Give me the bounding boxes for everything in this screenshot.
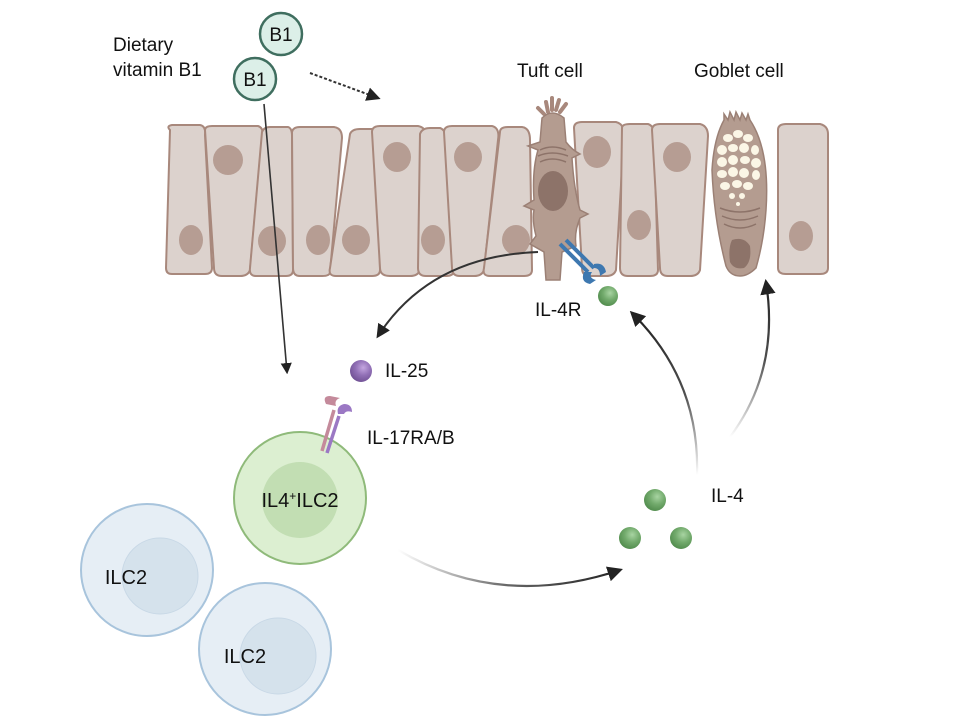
b1-label-bottom: B1: [243, 70, 266, 91]
il4-ilc2-cell: [233, 431, 367, 565]
tuft-nucleus: [538, 171, 568, 211]
ilc2-cell-b: [198, 582, 332, 716]
nucleus: [789, 221, 813, 251]
il4-molecule-bound: [598, 286, 618, 306]
il25-label: IL-25: [385, 361, 429, 382]
vitamin-b1-molecules: [232, 11, 304, 102]
arrow-ilc2-to-il4: [397, 549, 623, 588]
epithelium: [164, 121, 829, 277]
epithelial-cell: [777, 123, 829, 275]
ilc2-label-a: ILC2: [105, 567, 147, 589]
vitamin-b1-molecule: [258, 11, 304, 57]
dietary-label: Dietary: [113, 35, 174, 56]
nucleus: [502, 225, 530, 255]
ilc2-cell-a: [80, 503, 214, 637]
nucleus: [583, 136, 611, 168]
vitamin-b1-label: vitamin B1: [113, 60, 202, 81]
il4-label: IL-4: [711, 486, 744, 507]
il17rab-label: IL-17RA/B: [367, 428, 455, 449]
nucleus: [663, 142, 691, 172]
il4-molecule: [644, 489, 666, 511]
il4r-receptor: [558, 238, 606, 284]
il4-molecule: [670, 527, 692, 549]
nucleus: [179, 225, 203, 255]
nucleus: [213, 145, 243, 175]
nucleus: [383, 142, 411, 172]
il4-molecule: [619, 527, 641, 549]
tuft-cell-label: Tuft cell: [517, 61, 583, 82]
il4r-label: IL-4R: [535, 300, 582, 321]
nucleus: [454, 142, 482, 172]
nucleus: [258, 226, 286, 256]
goblet-nucleus: [729, 238, 751, 269]
goblet-cell: [711, 109, 768, 277]
arrow-b1-to-ilc2: [263, 103, 292, 375]
b1-label-top: B1: [269, 25, 292, 46]
arrow-tuft-to-il25: [376, 251, 539, 339]
nucleus: [342, 225, 370, 255]
ilc2-label-b: ILC2: [224, 646, 266, 668]
il17rab-receptor: [320, 396, 352, 454]
arrows: [263, 72, 776, 588]
nucleus: [421, 225, 445, 255]
goblet-cell-label: Goblet cell: [694, 61, 784, 82]
il4-molecules: [619, 489, 692, 549]
epithelial-cell: [618, 123, 660, 277]
nucleus: [306, 225, 330, 255]
arrow-il4-to-goblet: [729, 278, 776, 438]
nucleus: [627, 210, 651, 240]
vitamin-b1-molecule: [232, 56, 278, 102]
il4-ilc2-label: IL4+ILC2: [261, 489, 338, 512]
tuft-cell: [522, 96, 590, 281]
arrow-il4-to-tuft: [629, 310, 699, 476]
arrow-b1-to-epithelium: [309, 72, 381, 101]
il25-molecule: [350, 360, 372, 382]
